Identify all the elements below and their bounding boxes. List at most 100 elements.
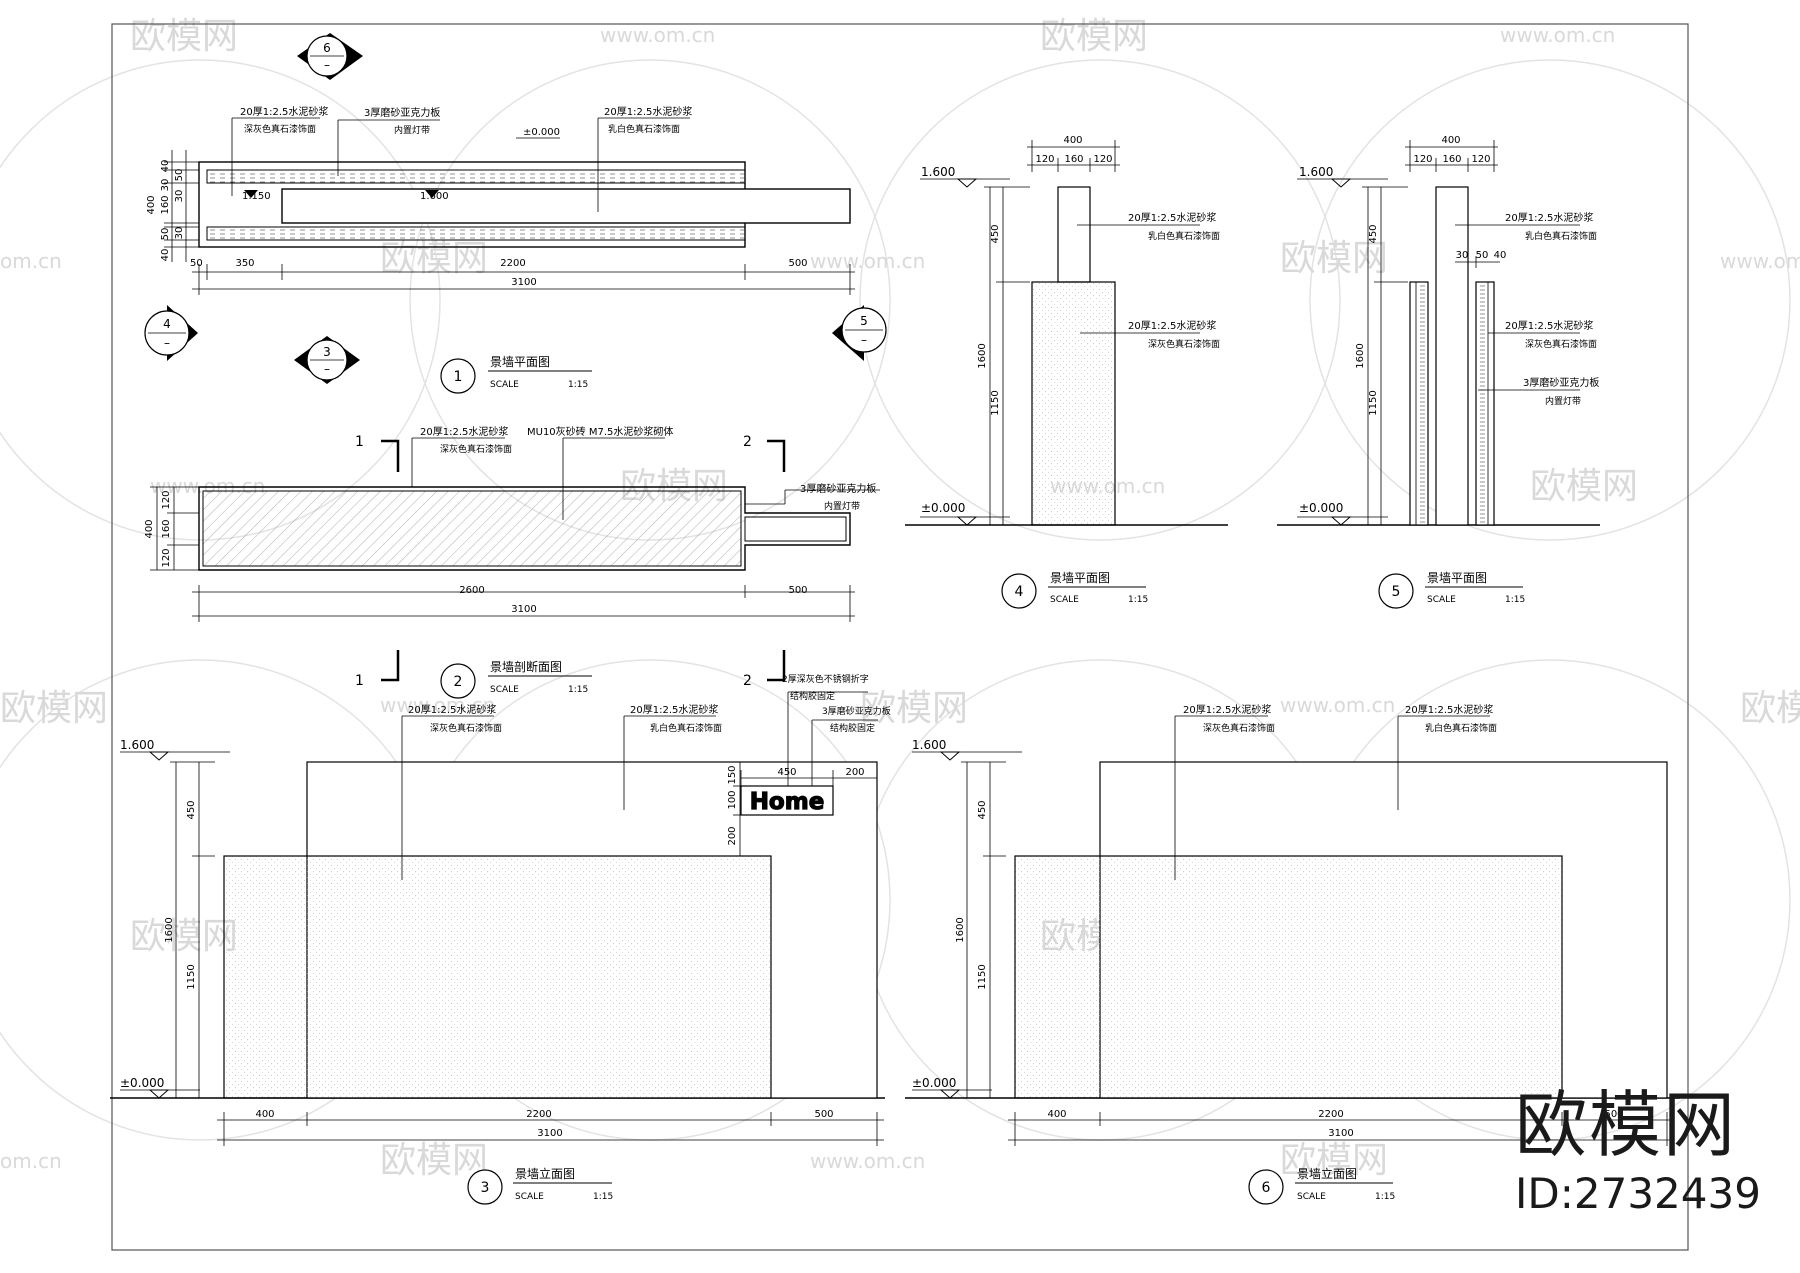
cut-mark-2-bottom bbox=[767, 650, 786, 682]
watermark-url: www.om.cn bbox=[810, 1149, 925, 1173]
dim-label: 3100 bbox=[511, 277, 536, 288]
watermark-logo: 欧模网 bbox=[1530, 466, 1638, 507]
dim-label: 100 bbox=[727, 790, 738, 809]
dim-label: 1150 bbox=[990, 390, 1001, 415]
title-scale-label: SCALE bbox=[490, 380, 519, 390]
leader-notes bbox=[1077, 224, 1200, 334]
note-text: 乳白色真石漆饰面 bbox=[1525, 230, 1597, 242]
note-text: 乳白色真石漆饰面 bbox=[1148, 230, 1220, 242]
marker-label: – bbox=[861, 333, 867, 347]
dim-label: 120 bbox=[1093, 154, 1112, 165]
level-label: 1.600 bbox=[120, 738, 154, 752]
dim-label: 30 bbox=[160, 179, 171, 192]
dim-label: 30 bbox=[1456, 250, 1469, 261]
note-text: 3厚磨砂亚克力板 bbox=[1523, 376, 1599, 389]
cut-label: 1 bbox=[355, 673, 364, 689]
dim-label: 50 bbox=[160, 228, 171, 241]
cut-mark-1 bbox=[381, 439, 400, 472]
note-text: 20厚1:2.5水泥砂浆 bbox=[240, 105, 328, 118]
dim-label: 40 bbox=[160, 160, 171, 173]
level-label: 1.600 bbox=[420, 191, 449, 202]
note-text: MU10灰砂砖 M7.5水泥砂浆砌体 bbox=[527, 425, 673, 438]
id-stamp: 欧模网 ID:2732439 bbox=[1515, 1085, 1765, 1219]
title-text: 景墙平面图 bbox=[490, 355, 550, 369]
marker-label: – bbox=[164, 336, 170, 350]
dimension-lines bbox=[170, 761, 884, 1146]
note-text: 深灰色真石漆饰面 bbox=[1525, 338, 1597, 350]
title-scale: 1:15 bbox=[1505, 595, 1525, 605]
view-section-2: 1 2 20厚1:2.5水泥砂浆 深灰色真石漆饰面 MU10灰砂砖 M7.5水泥… bbox=[144, 425, 880, 699]
front-wall bbox=[223, 855, 772, 1099]
cut-label: 2 bbox=[743, 673, 752, 689]
view-title: 6 景墙立面图 SCALE 1:15 bbox=[1248, 1166, 1395, 1205]
dimension-lines bbox=[1362, 140, 1500, 526]
dim-label: 50 bbox=[174, 169, 185, 182]
top-strip bbox=[206, 169, 746, 184]
note-text: 结构胶固定 bbox=[790, 690, 835, 702]
brick-hatch bbox=[202, 490, 742, 567]
note-text: 乳白色真石漆饰面 bbox=[1425, 722, 1497, 734]
level-marker bbox=[1330, 516, 1352, 526]
level-label: ±0.000 bbox=[523, 127, 560, 138]
view-side-4: 20厚1:2.5水泥砂浆 乳白色真石漆饰面 20厚1:2.5水泥砂浆 深灰色真石… bbox=[905, 135, 1228, 609]
note-text: 20厚1:2.5水泥砂浆 bbox=[1128, 211, 1216, 224]
title-number: 3 bbox=[481, 1180, 490, 1196]
note-text: 3厚磨砂亚克力板 bbox=[800, 482, 876, 495]
level-label: 1.600 bbox=[912, 738, 946, 752]
dim-label: 2200 bbox=[500, 258, 525, 269]
level-marker bbox=[956, 516, 978, 526]
watermark-url: www.om.cn bbox=[1720, 249, 1800, 273]
leader-notes bbox=[231, 117, 690, 212]
level-label: ±0.000 bbox=[120, 1076, 164, 1090]
watermark-url: www.om.cn bbox=[380, 693, 495, 717]
note-text: 深灰色真石漆饰面 bbox=[1148, 338, 1220, 350]
left-skin-inner bbox=[1415, 281, 1429, 526]
dimension-lines bbox=[164, 150, 199, 262]
watermark-logo: 欧模网 bbox=[380, 1140, 488, 1181]
dimension-lines bbox=[192, 264, 855, 295]
dim-label: 2600 bbox=[459, 585, 484, 596]
watermark-url: www.om.cn bbox=[1500, 23, 1615, 47]
view-title: 2 景墙剖断面图 SCALE 1:15 bbox=[440, 659, 592, 699]
title-number: 2 bbox=[454, 674, 463, 690]
note-text: 3厚磨砂亚克力板 bbox=[822, 705, 891, 717]
title-text: 景墙立面图 bbox=[515, 1166, 575, 1181]
watermark-logo: 欧模网 bbox=[130, 916, 238, 957]
leader-notes bbox=[411, 437, 880, 520]
marker-label: 6 bbox=[323, 41, 331, 55]
note-text: 20厚1:2.5水泥砂浆 bbox=[1128, 319, 1216, 332]
watermark-logo: 欧模网 bbox=[1740, 688, 1800, 729]
dim-label: 160 bbox=[161, 519, 172, 538]
marker-label: 5 bbox=[860, 314, 868, 328]
note-text: 2厚深灰色不锈钢折字 bbox=[782, 673, 869, 685]
view-elevation-6: 20厚1:2.5水泥砂浆 深灰色真石漆饰面 20厚1:2.5水泥砂浆 乳白色真石… bbox=[905, 703, 1680, 1205]
level-marker bbox=[956, 178, 978, 188]
dim-label: 3100 bbox=[537, 1128, 562, 1139]
brick-section bbox=[198, 486, 851, 571]
view-plan-1: 6 – 1.150 1.600 20厚1:2.5水泥砂浆 深灰色真石漆饰面 3厚… bbox=[144, 33, 887, 394]
dim-label: 120 bbox=[161, 490, 172, 509]
dim-label: 1150 bbox=[1368, 390, 1379, 415]
watermark-url: om.cn bbox=[0, 1149, 62, 1173]
watermark-logo: 欧模网 bbox=[1280, 238, 1388, 279]
dim-label: 3100 bbox=[1328, 1128, 1353, 1139]
watermark-url: www.om.cn bbox=[810, 249, 925, 273]
level-label: ±0.000 bbox=[912, 1076, 956, 1090]
watermark-logo: 欧模网 bbox=[0, 688, 108, 729]
dim-label: 50 bbox=[1476, 250, 1489, 261]
cut-mark-2 bbox=[767, 439, 786, 472]
note-text: 乳白色真石漆饰面 bbox=[608, 123, 680, 135]
title-number: 5 bbox=[1392, 584, 1401, 600]
dimension-lines bbox=[961, 761, 1674, 1146]
title-scale: 1:15 bbox=[593, 1192, 613, 1202]
dim-label: 400 bbox=[1047, 1109, 1066, 1120]
view-title: 5 景墙平面图 SCALE 1:15 bbox=[1378, 571, 1525, 609]
dim-label: 1600 bbox=[164, 917, 175, 942]
dim-label: 450 bbox=[1368, 224, 1379, 243]
view-side-5: 20厚1:2.5水泥砂浆 乳白色真石漆饰面 20厚1:2.5水泥砂浆 深灰色真石… bbox=[1277, 135, 1600, 609]
title-number: 6 bbox=[1262, 1180, 1271, 1196]
dim-label: 120 bbox=[1035, 154, 1054, 165]
dim-label: 350 bbox=[235, 258, 254, 269]
note-text: 20厚1:2.5水泥砂浆 bbox=[1505, 319, 1593, 332]
level-label: ±0.000 bbox=[921, 501, 965, 515]
